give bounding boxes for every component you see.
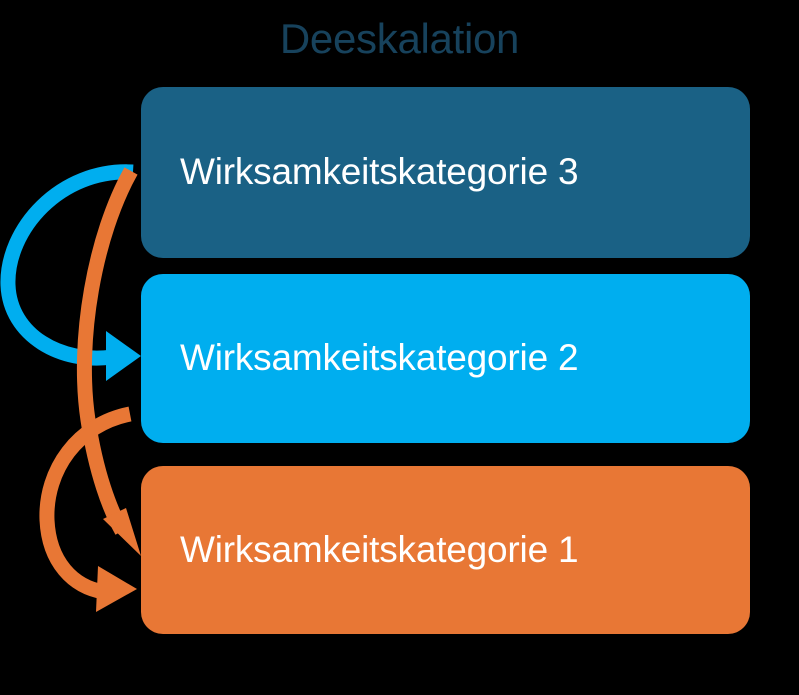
- category-box-1[interactable]: Wirksamkeitskategorie 1: [141, 466, 750, 634]
- category-box-2[interactable]: Wirksamkeitskategorie 2: [141, 274, 750, 443]
- category-box-2-label: Wirksamkeitskategorie 2: [180, 337, 579, 379]
- category-box-1-label: Wirksamkeitskategorie 1: [180, 528, 579, 570]
- diagram-title: Deeskalation: [279, 15, 520, 62]
- category-box-3[interactable]: Wirksamkeitskategorie 3: [141, 87, 750, 258]
- arrow-3-to-2-head-icon: [106, 331, 141, 381]
- arrow-3-to-2-icon: [0, 164, 134, 366]
- category-box-3-label: Wirksamkeitskategorie 3: [180, 151, 579, 193]
- arrow-2-to-1-head-icon: [96, 566, 137, 612]
- arrow-2-to-1-icon: [39, 406, 132, 600]
- arrow-3-to-1-icon: [76, 167, 138, 535]
- arrow-3-to-1-head-icon: [103, 508, 141, 556]
